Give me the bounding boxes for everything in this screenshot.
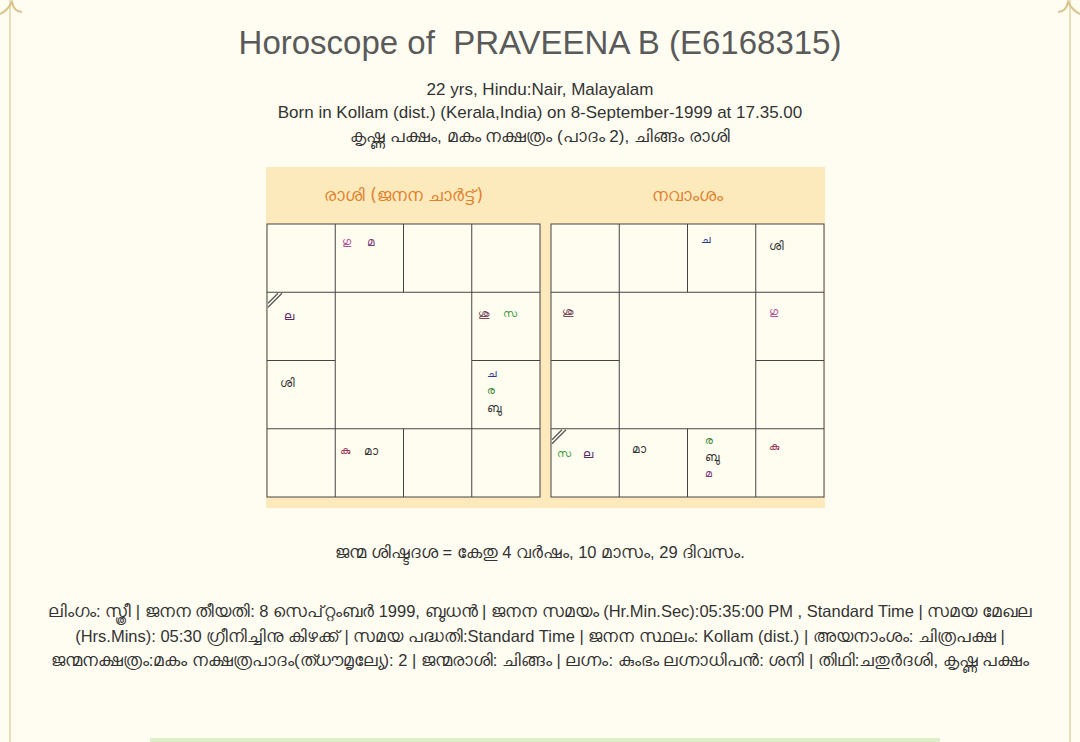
planet-label: ല (284, 309, 294, 323)
chart-house: സല (552, 430, 618, 496)
chart-heading: രാശി (ജനന ചാർട്ട്) (267, 167, 540, 224)
planet-label: ശി (280, 376, 295, 390)
planet-label: ഗു (342, 235, 351, 248)
detail-paragraph: ലിംഗം: സ്ത്രീ | ജനന തീയതി: 8 സെപ്റ്റംബർ … (14, 599, 1066, 673)
planet-label: ശി (769, 239, 784, 253)
chart-house: ശി (268, 362, 334, 428)
chart-house: മാ (620, 430, 686, 496)
chart-house: ഗു മ (336, 225, 402, 291)
planet-label: മ (367, 235, 375, 249)
planet-label: ര (705, 434, 713, 447)
corner-ornament (0, 2, 22, 14)
chart-heading: നവാംശം (551, 167, 824, 224)
planet-label: ബു (705, 450, 719, 464)
planet-label: ച (701, 233, 711, 246)
rasi-grid (267, 224, 540, 497)
dasa-line: ജന്മ ശിഷ്ടദശ = കേതു 4 വര്‍ഷം, 10 മാസം, 2… (20, 541, 1060, 563)
page-border (1069, 0, 1071, 742)
chart-house: കു (757, 430, 823, 496)
chart-house: കു മാ (336, 430, 402, 496)
planet-label: ശു (478, 307, 489, 320)
planet-label: മാ (632, 442, 646, 456)
chart-band (266, 167, 825, 508)
lagna-marker (268, 293, 282, 307)
page-title: Horoscope of PRAVEENA B (E6168315) (20, 24, 1060, 62)
planet-label: കു (340, 444, 350, 457)
footer-bar (150, 738, 940, 742)
birth-line: Born in Kollam (dist.) (Kerala,India) on… (20, 102, 1060, 124)
planet-label: ല (583, 447, 593, 461)
planet-label: മ (705, 467, 712, 480)
planet-label: ര (487, 384, 495, 397)
chart-house: ര ബു മ (689, 430, 755, 496)
planet-label: സ (557, 447, 571, 460)
navamsa-grid (551, 224, 824, 497)
chart-house: ശു സ (473, 293, 539, 359)
corner-ornament (1058, 2, 1080, 14)
chart-panel: നവാംശം ച ശി ശു ഗു സല മാ ര ബു മ കു (551, 167, 824, 497)
chart-house: ചര ബു (473, 362, 539, 428)
planet-label: ബു (487, 401, 501, 415)
profile-line: 22 yrs, Hindu:Nair, Malayalam (20, 79, 1060, 101)
chart-house: ശു (552, 293, 618, 359)
chart-house: ശി (757, 225, 823, 291)
planet-label: ച (487, 367, 497, 380)
page-border (9, 0, 11, 742)
chart-house: ല (268, 293, 334, 359)
planet-label: മാ (364, 444, 378, 458)
star-line: കൃഷ്ണ പക്ഷം, മകം നക്ഷത്രം (പാദം 2), ചിങ്… (20, 126, 1060, 148)
chart-panel: രാശി (ജനന ചാർട്ട്) ഗു മ ല ശു സ ശി ചര ബു കു മാ (267, 167, 540, 497)
lagna-marker (552, 430, 566, 444)
planet-label: കു (769, 440, 779, 453)
planet-label: ശു (562, 305, 573, 318)
planet-label: സ (503, 307, 517, 320)
planet-label: ഗു (769, 305, 778, 318)
chart-house: ഗു (757, 293, 823, 359)
chart-house: ച (689, 225, 755, 291)
